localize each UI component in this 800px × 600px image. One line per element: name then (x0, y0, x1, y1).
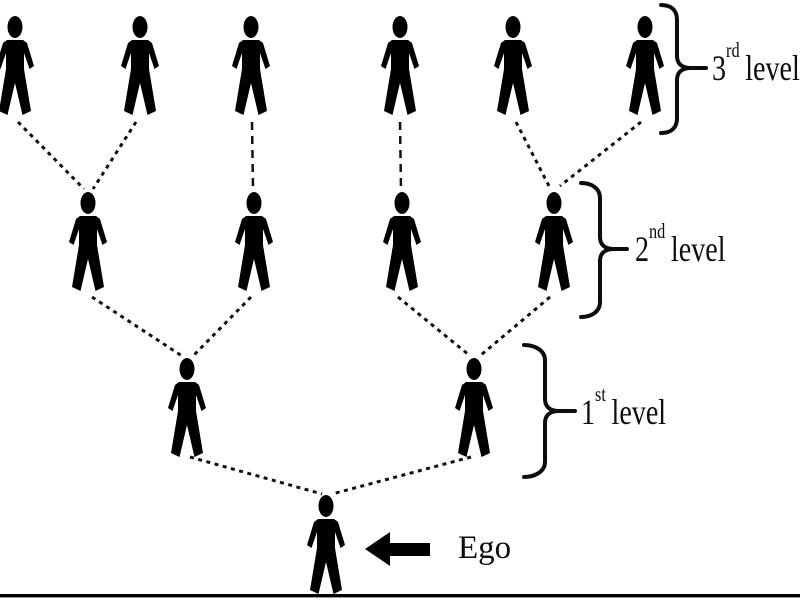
level-3-word: level (745, 48, 800, 88)
link-l3n5-l2n4 (514, 121, 551, 187)
person-icon-level2-1 (69, 192, 107, 291)
level-1-word: level (611, 392, 667, 432)
person-icon-level1-2 (455, 358, 493, 457)
level-3-ordinal: 3 (712, 48, 727, 88)
person-icon-level3-3 (232, 16, 270, 115)
person-icon-level3-2 (121, 16, 159, 115)
level-2-row (69, 192, 573, 291)
person-icon-level3-5 (494, 16, 532, 115)
person-icon-level2-3 (383, 192, 421, 291)
level-1-brace (522, 343, 577, 479)
link-l1n1-ego (189, 455, 323, 496)
level-3-ordinal-suffix: rd (726, 37, 740, 62)
link-l2n1-l1n1 (91, 295, 183, 358)
person-icon-level3-1 (0, 16, 34, 115)
level-1-row (168, 358, 493, 457)
link-l3n4-l2n3 (398, 121, 403, 191)
bottom-border-line (0, 594, 800, 598)
link-l3n6-l2n4 (559, 120, 642, 188)
level-2-word: level (670, 229, 726, 269)
level-2-brace (579, 181, 629, 319)
person-icon-level2-2 (235, 192, 273, 291)
person-icon-level1-1 (168, 358, 206, 457)
level-2-ordinal: 2 (635, 229, 650, 269)
link-l1n2-ego (331, 455, 472, 496)
person-icon-ego (307, 495, 345, 594)
kinship-links (16, 120, 642, 496)
link-l2n2-l1n1 (191, 295, 253, 358)
level-3-row (0, 16, 664, 115)
link-l3n3-l2n2 (250, 121, 255, 191)
link-l3n2-l2n1 (91, 121, 138, 190)
person-icon-level3-4 (381, 16, 419, 115)
person-icon-level3-6 (626, 16, 664, 115)
person-icon-level2-4 (535, 192, 573, 291)
level-3-brace (659, 3, 708, 135)
level-1-ordinal: 1 (581, 392, 596, 432)
level-2-ordinal-suffix: nd (649, 218, 666, 243)
ego-arrow (365, 532, 430, 566)
link-l2n3-l1n2 (397, 295, 470, 357)
ego-label: Ego (458, 530, 512, 566)
level-1-ordinal-suffix: st (595, 381, 606, 406)
link-l2n4-l1n2 (480, 295, 551, 357)
link-l3n1-l2n1 (16, 120, 86, 191)
level-braces (522, 3, 708, 479)
